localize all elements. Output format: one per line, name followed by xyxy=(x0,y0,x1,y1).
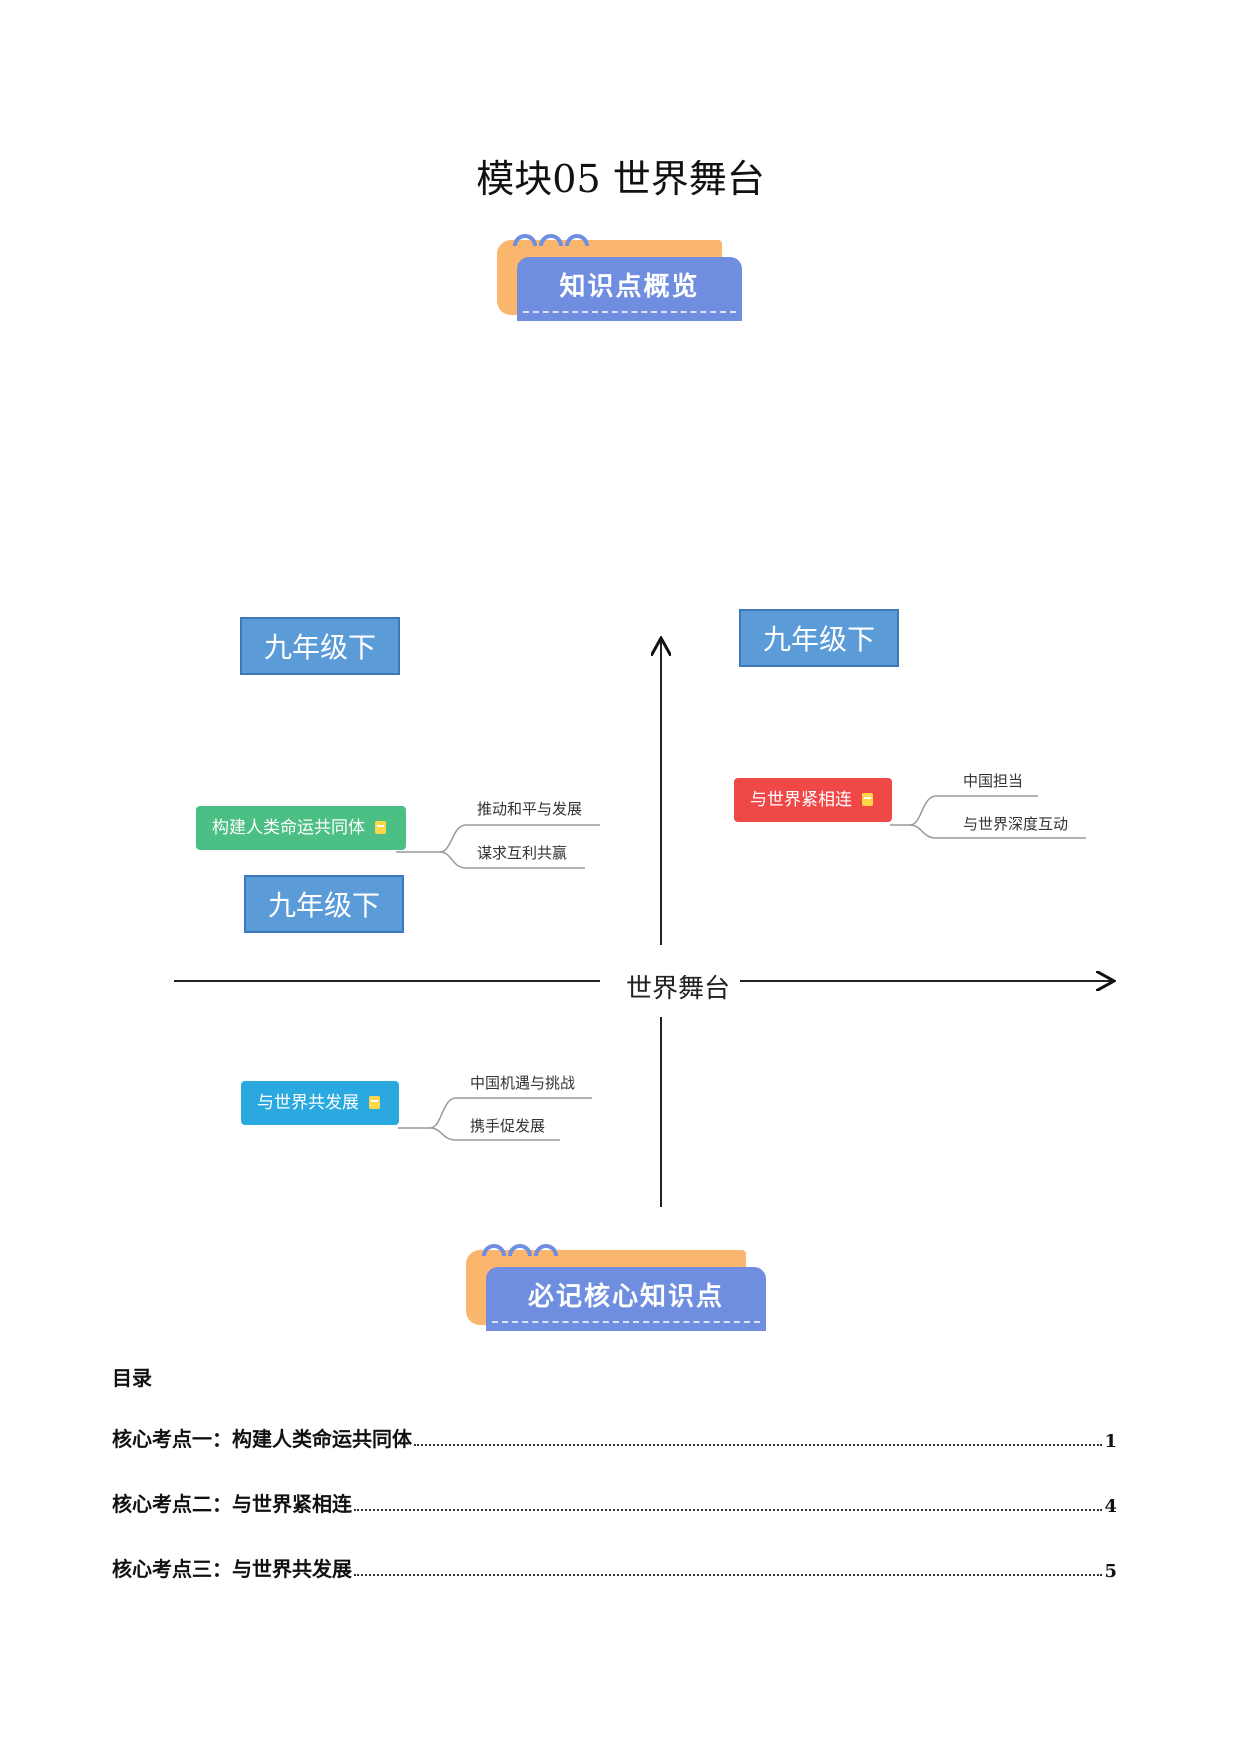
toc-page-number: 4 xyxy=(1104,1496,1117,1517)
toc-page-number: 5 xyxy=(1104,1561,1117,1582)
binder-rings-icon xyxy=(482,1244,558,1257)
branch-connector xyxy=(429,1127,560,1141)
branch-connector xyxy=(439,851,585,869)
core-knowledge-banner: 必记核心知识点 xyxy=(466,1232,766,1342)
toc-entry[interactable]: 核心考点三：与世界共发展 5 xyxy=(112,1552,1117,1582)
branch-label: 与世界深度互动 xyxy=(963,815,1069,833)
topic-label: 构建人类命运共同体 xyxy=(212,818,365,838)
toc-entry-title: 核心考点三：与世界共发展 xyxy=(112,1557,352,1581)
overview-banner: 知识点概览 xyxy=(497,222,747,332)
note-icon xyxy=(862,793,873,806)
toc-entry-title: 核心考点二：与世界紧相连 xyxy=(112,1492,352,1516)
grade-label: 九年级下 xyxy=(244,875,404,933)
toc-entry[interactable]: 核心考点二：与世界紧相连 4 xyxy=(112,1487,1117,1517)
topic-node[interactable]: 与世界共发展 xyxy=(241,1081,399,1125)
toc-page-number: 1 xyxy=(1104,1431,1117,1452)
topic-label: 与世界紧相连 xyxy=(750,790,852,810)
overview-banner-label: 知识点概览 xyxy=(517,257,742,321)
note-icon xyxy=(369,1096,380,1109)
toc-heading: 目录 xyxy=(112,1366,152,1390)
note-icon xyxy=(375,821,386,834)
core-banner-label: 必记核心知识点 xyxy=(486,1267,766,1331)
branch-label: 携手促发展 xyxy=(470,1117,546,1135)
branch-label: 中国机遇与挑战 xyxy=(470,1074,576,1092)
grade-label: 九年级下 xyxy=(739,609,899,667)
mindmap-center-label: 世界舞台 xyxy=(618,968,739,1005)
topic-node[interactable]: 构建人类命运共同体 xyxy=(196,806,406,850)
toc-entry[interactable]: 核心考点一：构建人类命运共同体 1 xyxy=(112,1422,1117,1452)
branch-connector xyxy=(909,824,1086,839)
branch-label: 中国担当 xyxy=(963,772,1024,790)
toc-leader-dots xyxy=(354,1574,1103,1576)
grade-label: 九年级下 xyxy=(240,617,400,675)
branch-label: 推动和平与发展 xyxy=(477,800,583,818)
toc-leader-dots xyxy=(414,1444,1103,1446)
branch-label: 谋求互利共赢 xyxy=(477,844,568,862)
toc-entry-title: 核心考点一：构建人类命运共同体 xyxy=(112,1427,412,1451)
binder-rings-icon xyxy=(513,234,589,247)
page-title: 模块05 世界舞台 xyxy=(476,157,765,201)
topic-node[interactable]: 与世界紧相连 xyxy=(734,778,892,822)
topic-label: 与世界共发展 xyxy=(257,1093,359,1113)
toc-leader-dots xyxy=(354,1509,1103,1511)
